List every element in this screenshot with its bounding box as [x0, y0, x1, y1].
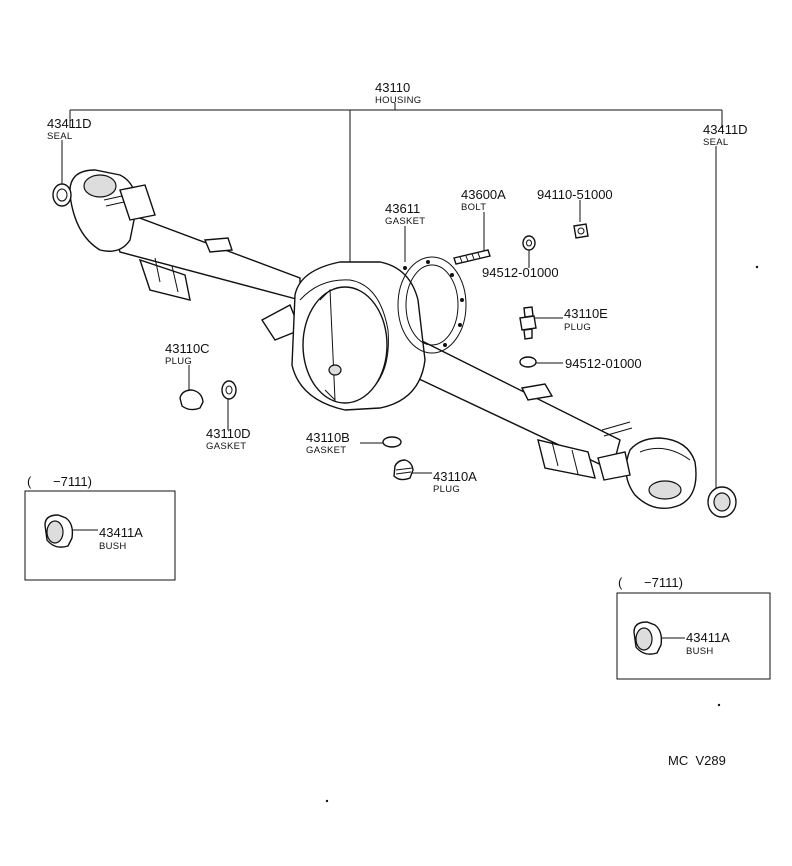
bolt-part-number: 43600A — [461, 187, 506, 202]
plug-c-part-number: 43110C — [165, 341, 210, 356]
gasket-d-bore — [225, 385, 233, 395]
cover-gasket-inner — [405, 264, 459, 346]
right-spring-seat — [537, 439, 596, 479]
right-axle-end-bore — [648, 480, 682, 500]
bolt-thread — [459, 252, 481, 263]
plug-c-icon — [179, 389, 204, 411]
speck — [325, 799, 329, 803]
bush-left-inset — [24, 490, 176, 581]
bush-right-part-number: 43411A — [686, 630, 730, 645]
housing-part-name: HOUSING — [375, 95, 421, 106]
nut-part-number: 94110-51000 — [537, 187, 613, 202]
plug-e-head — [523, 306, 534, 318]
bush-left-part-name: BUSH — [99, 541, 127, 552]
gasket-b-part-number: 43110B — [306, 430, 350, 445]
housing-part-number: 43110 — [375, 80, 410, 95]
plug-e-stem — [523, 328, 533, 340]
seal-left-inner — [56, 188, 68, 202]
gasket-hole — [460, 298, 464, 302]
diagram-code: MC V289 — [668, 753, 726, 768]
gasket-hole — [450, 273, 454, 277]
leader-lines — [61, 103, 723, 639]
bush-right-part-name: BUSH — [686, 646, 714, 657]
left-axle-end-bore — [83, 174, 117, 198]
washer-top-part-number: 94512-01000 — [482, 265, 559, 280]
gasket-b-icon — [382, 436, 402, 448]
right-flange — [597, 451, 631, 481]
cover-fill-hole — [328, 364, 342, 376]
seal-right-part-number: 43411D — [703, 122, 748, 137]
seal-left-part-name: SEAL — [47, 131, 73, 142]
right-stud — [601, 421, 633, 437]
bolt-part-name: BOLT — [461, 202, 486, 213]
cover-rib — [319, 288, 336, 402]
seal-right-part-name: SEAL — [703, 137, 729, 148]
speck — [717, 703, 721, 707]
plug-a-icon — [393, 459, 414, 481]
plug-a-part-name: PLUG — [433, 484, 460, 495]
bolt-icon — [453, 249, 491, 265]
left-stud — [103, 195, 125, 207]
seal-left-part-number: 43411D — [47, 116, 92, 131]
bush-right-inset — [616, 592, 771, 680]
washer-mid-part-number: 94512-01000 — [565, 356, 642, 371]
left-flange — [119, 184, 156, 221]
nut-icon — [573, 223, 589, 239]
speck — [755, 265, 759, 269]
plug-c-part-name: PLUG — [165, 356, 192, 367]
gasket-cover-part-name: GASKET — [385, 216, 425, 227]
bush-left-bore — [46, 520, 64, 544]
bush-right-range: ( −7111) — [618, 575, 683, 590]
plug-e-part-name: PLUG — [564, 322, 591, 333]
gasket-hole — [403, 266, 407, 270]
seal-left-icon — [52, 183, 72, 207]
gasket-cover-part-number: 43611 — [385, 201, 420, 216]
bush-left-box — [24, 490, 176, 581]
gasket-hole — [443, 343, 447, 347]
gasket-b-part-name: GASKET — [306, 445, 346, 456]
gasket-d-part-name: GASKET — [206, 441, 246, 452]
bush-left-range: ( −7111) — [27, 474, 92, 489]
washer-top-bore — [526, 239, 532, 247]
gasket-hole — [426, 260, 430, 264]
axle-housing-drawing — [69, 169, 697, 509]
gasket-d-part-number: 43110D — [206, 426, 251, 441]
right-spring-seat-detail — [551, 441, 579, 475]
gasket-hole — [458, 323, 462, 327]
right-tab — [520, 383, 554, 401]
left-tab — [203, 237, 233, 253]
left-spring-seat-detail — [154, 257, 179, 293]
right-axle-end-edge — [639, 447, 691, 461]
labels: 43110 HOUSING 43411D SEAL 43411D SEAL 43… — [27, 80, 748, 768]
bush-left-part-number: 43411A — [99, 525, 143, 540]
bush-right-bore — [635, 627, 653, 651]
washer-mid-icon — [519, 356, 537, 368]
cover-gasket-ring — [397, 256, 467, 354]
gasket-d-icon — [221, 380, 237, 400]
bush-right-box — [616, 592, 771, 680]
differential-cover — [302, 286, 388, 404]
plug-a-thread — [395, 467, 413, 475]
plug-e-icon — [519, 315, 537, 331]
plug-a-part-number: 43110A — [433, 469, 477, 484]
washer-top-icon — [522, 235, 536, 251]
seal-right-inner — [713, 492, 731, 512]
small-parts — [52, 183, 737, 518]
nut-bore — [577, 227, 585, 235]
plug-e-part-number: 43110E — [564, 306, 608, 321]
